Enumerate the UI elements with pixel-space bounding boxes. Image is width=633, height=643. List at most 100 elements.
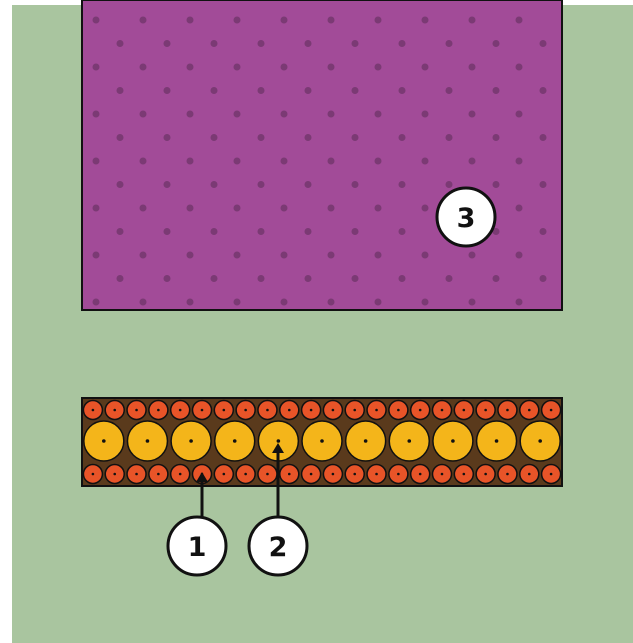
bed-dot [281,252,288,259]
bed-dot [328,111,335,118]
bed-dot [93,299,100,306]
bed-dot [422,17,429,24]
small-plant-center [353,473,356,476]
bed-dot [211,275,218,282]
bed-dot [258,275,265,282]
small-plant-center [397,473,400,476]
bed-dot [352,275,359,282]
bed-dot [164,87,171,94]
bed-dot [516,205,523,212]
purple-bed [82,0,562,310]
bed-dot [516,158,523,165]
bed-dot [469,64,476,71]
small-plant-center [92,473,95,476]
bed-dot [375,111,382,118]
large-plant-center [277,439,281,443]
bed-dot [422,64,429,71]
small-plant-center [375,409,378,412]
small-plant-center [484,473,487,476]
small-plant-center [310,409,313,412]
small-plant-center [266,473,269,476]
callout-3: 3 [437,188,495,246]
bed-dot [328,158,335,165]
bed-dot [328,205,335,212]
bed-dot [305,40,312,47]
small-plant-center [419,409,422,412]
bed-dot [375,205,382,212]
bed-dot [187,111,194,118]
small-plant-center [244,409,247,412]
small-plant-center [179,409,182,412]
bed-dot [305,134,312,141]
bed-dot [399,134,406,141]
bed-dot [540,87,547,94]
bed-dot [211,228,218,235]
bed-dot [117,181,124,188]
small-plant-center [179,473,182,476]
small-plant-center [113,409,116,412]
small-plant-center [113,473,116,476]
bed-dot [117,275,124,282]
bed-dot [117,228,124,235]
callout-1: 1 [168,517,226,575]
small-plant-center [157,473,160,476]
bed-dot [422,205,429,212]
bed-dot [469,252,476,259]
bed-dot [540,40,547,47]
small-plant-center [506,409,509,412]
bed-dot [117,134,124,141]
bed-dot [234,64,241,71]
bed-dot [352,40,359,47]
bed-dot [281,64,288,71]
small-plant-center [353,409,356,412]
small-plant-center [441,473,444,476]
small-plant-center [244,473,247,476]
bed-dot [305,275,312,282]
large-plant-center [233,439,237,443]
bed-dot [399,40,406,47]
bed-dot [187,158,194,165]
bed-dot [422,299,429,306]
bed-dot [164,275,171,282]
bed-dot [234,252,241,259]
small-plant-center [135,409,138,412]
bed-dot [375,299,382,306]
callout-3-text: 3 [457,203,476,234]
bed-dot [516,64,523,71]
bed-dot [140,17,147,24]
bed-dot [446,40,453,47]
bed-dot [281,17,288,24]
small-plant-center [528,409,531,412]
bed-dot [540,275,547,282]
bed-dot [399,181,406,188]
bed-dot [164,40,171,47]
bed-dot [211,40,218,47]
small-plant-center [266,409,269,412]
callout-2-text: 2 [269,532,288,563]
small-plant-center [332,473,335,476]
small-plant-center [419,473,422,476]
small-plant-center [375,473,378,476]
large-plant-center [146,439,150,443]
bed-dot [187,64,194,71]
bed-dot [187,17,194,24]
bed-dot [422,111,429,118]
bed-dot [375,17,382,24]
bed-dot [164,228,171,235]
small-plant-center [528,473,531,476]
large-plant-center [407,439,411,443]
bed-dot [493,275,500,282]
bed-dot [140,64,147,71]
bed-dot [187,205,194,212]
bed-dot [281,111,288,118]
bed-dot [516,299,523,306]
bed-dot [352,181,359,188]
bed-dot [234,17,241,24]
bed-dot [164,134,171,141]
small-plant-center [506,473,509,476]
bed-dot [164,181,171,188]
bed-dot [140,299,147,306]
large-plant-center [451,439,455,443]
bed-dot [399,87,406,94]
bed-dot [469,158,476,165]
